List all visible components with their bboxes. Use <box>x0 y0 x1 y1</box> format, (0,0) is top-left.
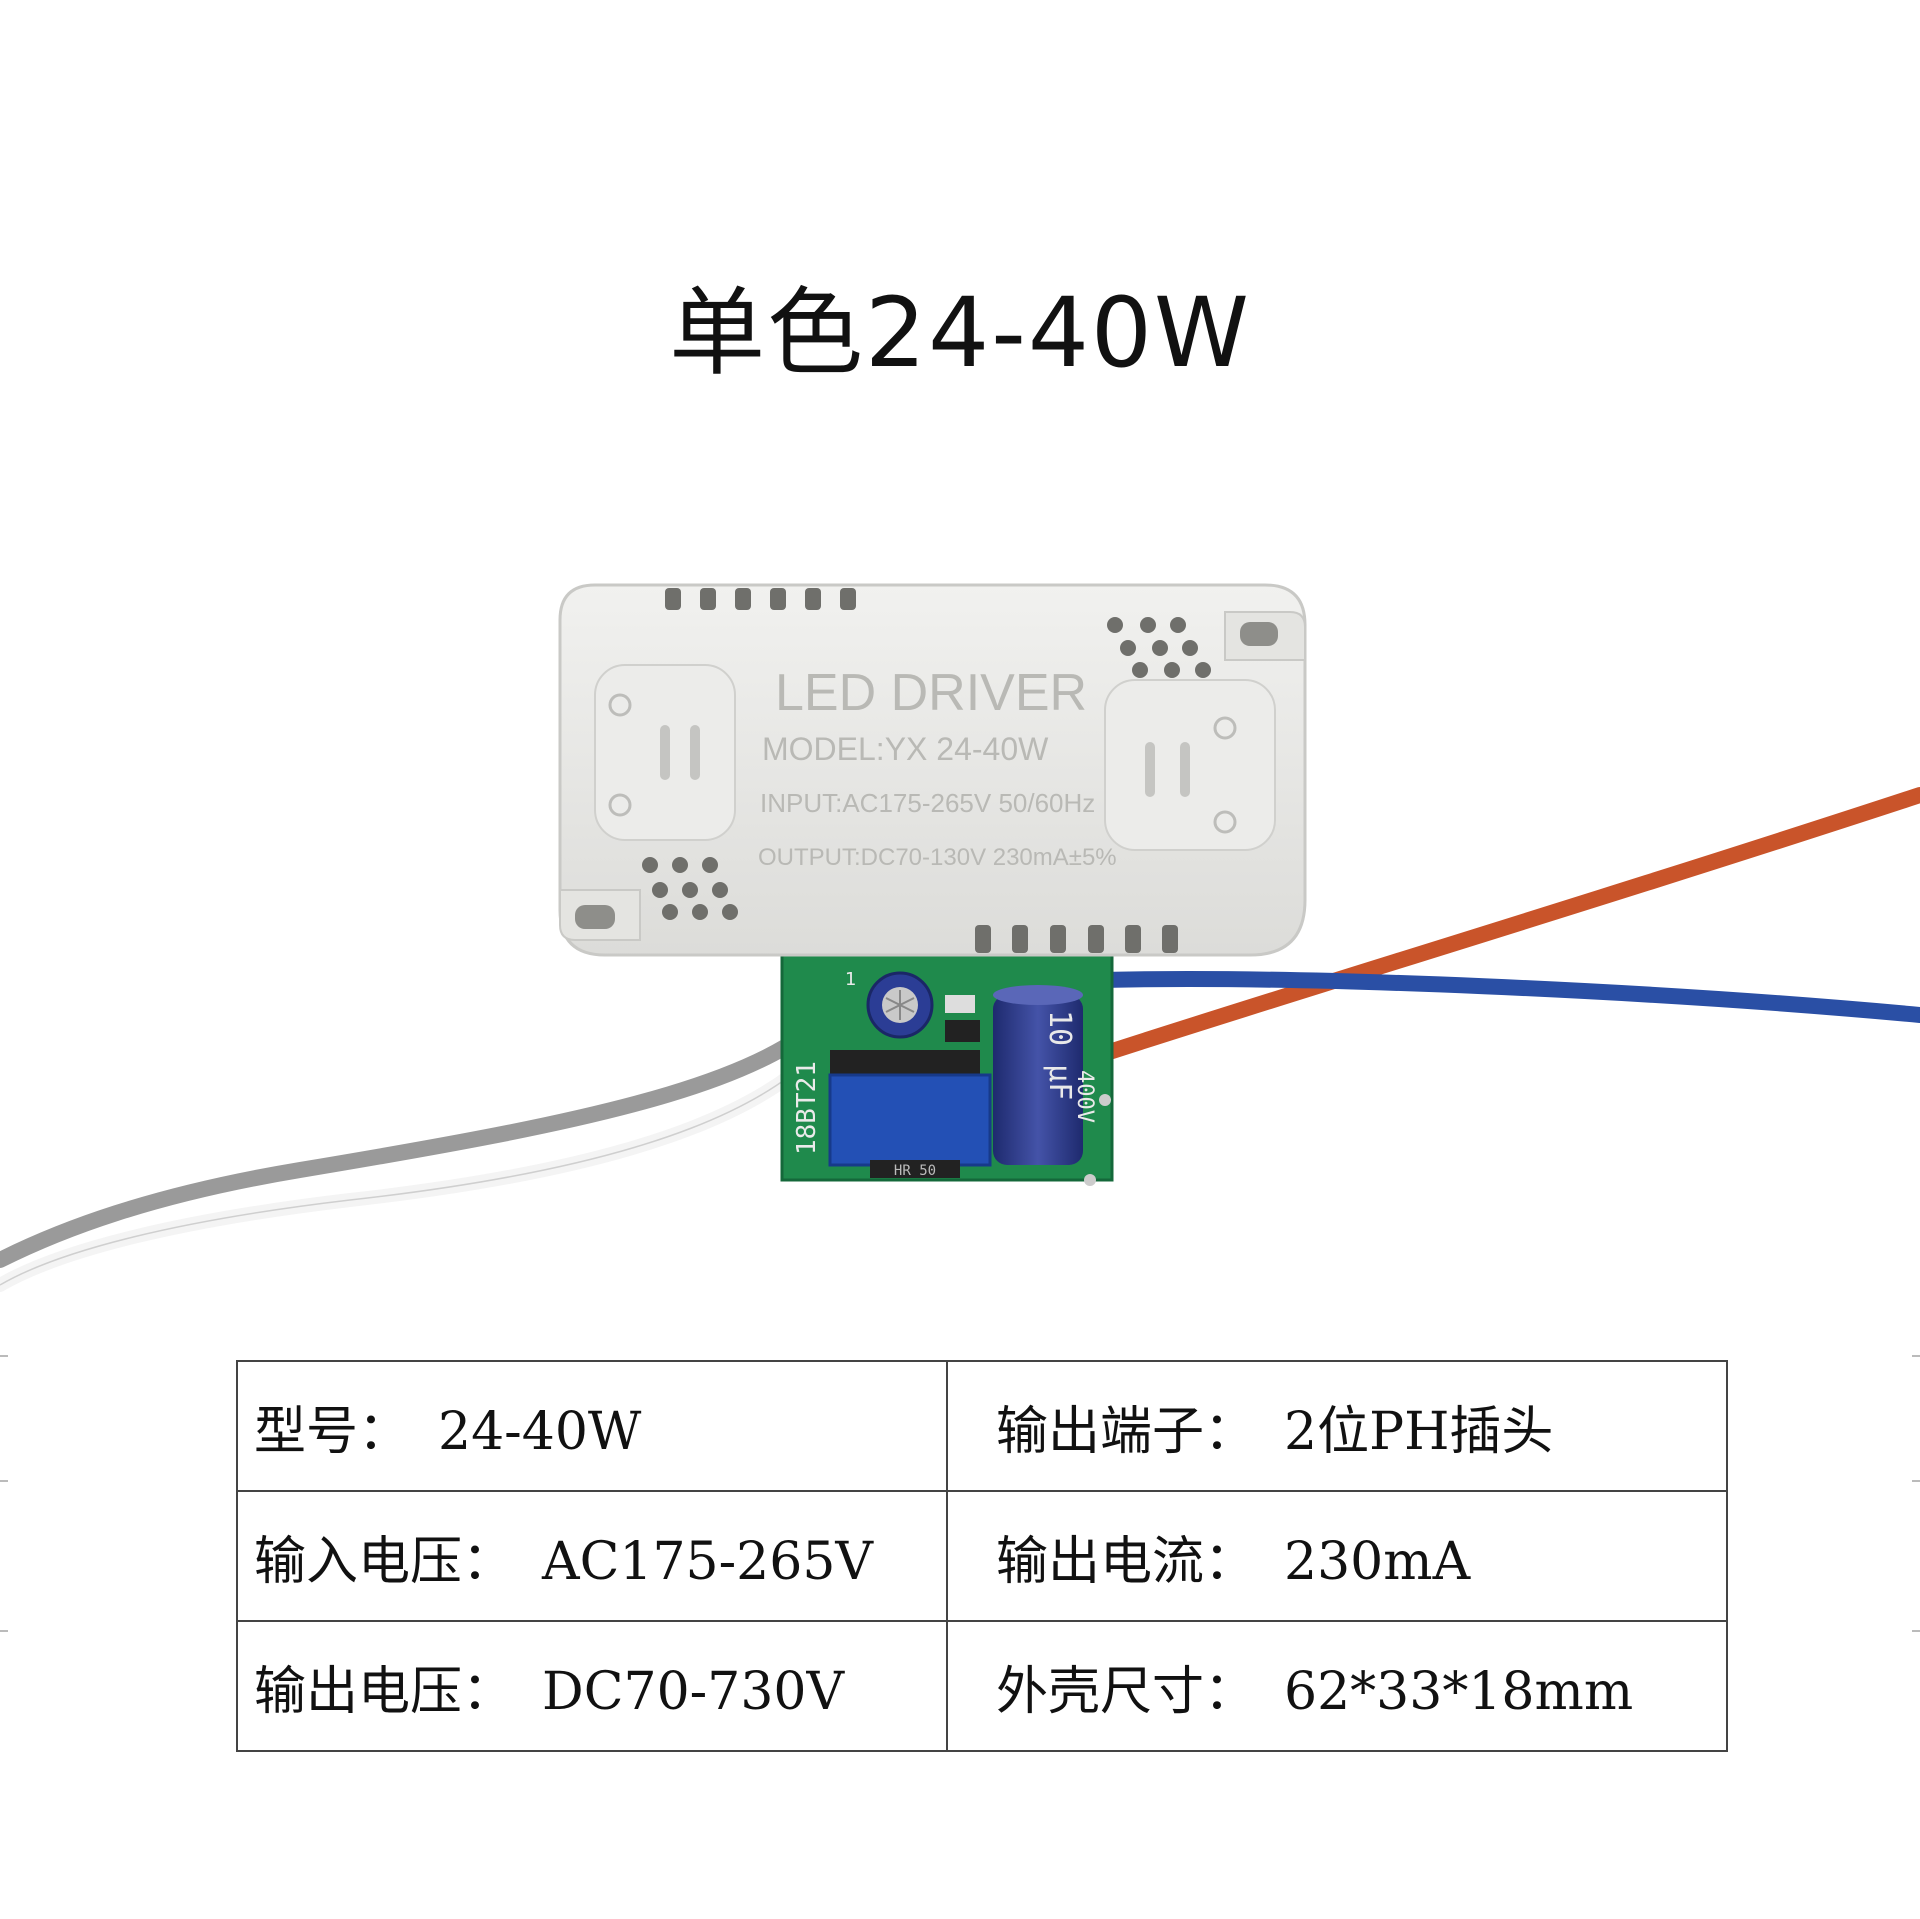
spec-cell-model: 型号： 24-40W <box>236 1360 948 1492</box>
spec-label: 外壳尺寸： <box>996 1661 1257 1722</box>
frame-tick <box>1912 1355 1920 1357</box>
spec-cell-case-size: 外壳尺寸： 62*33*18mm <box>946 1620 1728 1752</box>
spec-cell-input-voltage: 输入电压： AC175-265V <box>236 1490 948 1622</box>
frame-tick <box>1912 1480 1920 1482</box>
table-row: 输入电压： AC175-265V 输出电流： 230mA <box>236 1490 1728 1622</box>
pcb-board-text: 18BT21 <box>792 1061 822 1155</box>
capacitor-text: 10 μF <box>1042 1010 1077 1100</box>
spec-label: 输出端子： <box>996 1401 1257 1462</box>
spec-cell-output-terminal: 输出端子： 2位PH插头 <box>946 1360 1728 1492</box>
table-row: 型号： 24-40W 输出端子： 2位PH插头 <box>236 1360 1728 1492</box>
pcb-pin-mark: 1 <box>845 969 856 990</box>
spec-table: 型号： 24-40W 输出端子： 2位PH插头 输入电压： AC175-265V 输出… <box>236 1360 1728 1752</box>
blue-wire <box>1092 971 1920 1023</box>
spec-label: 输出电压： <box>254 1661 515 1722</box>
spec-value: 24-40W <box>438 1401 642 1462</box>
table-row: 输出电压： DC70-730V 外壳尺寸： 62*33*18mm <box>236 1620 1728 1752</box>
transformer-text: HR 50 <box>894 1163 936 1179</box>
case-label-line3: INPUT:AC175-265V 50/60Hz <box>760 788 1095 818</box>
spec-value: 62*33*18mm <box>1284 1661 1634 1722</box>
white-wire <box>0 978 867 1292</box>
frame-tick <box>0 1355 8 1357</box>
spec-value: DC70-730V <box>542 1661 845 1722</box>
spec-label: 输出电流： <box>996 1531 1257 1592</box>
spec-label: 输入电压： <box>254 1531 515 1592</box>
frame-tick <box>0 1630 8 1632</box>
spec-cell-output-current: 输出电流： 230mA <box>946 1490 1728 1622</box>
pcb-board: 18BT21 1 HR 50 10 μF 400V <box>780 953 1114 1186</box>
frame-tick <box>0 1480 8 1482</box>
case-label-line4: OUTPUT:DC70-130V 230mA±5% <box>758 844 1117 871</box>
spec-cell-output-voltage: 输出电压： DC70-730V <box>236 1620 948 1752</box>
gray-wire <box>0 977 858 1268</box>
spec-value: 230mA <box>1284 1531 1471 1592</box>
spec-label: 型号： <box>254 1401 411 1462</box>
spec-value: AC175-265V <box>542 1531 873 1592</box>
spec-value: 2位PH插头 <box>1284 1401 1554 1462</box>
case-label-line2: MODEL:YX 24-40W <box>762 731 1049 767</box>
driver-case: LED DRIVER MODEL:YX 24-40W INPUT:AC175-2… <box>558 583 1307 957</box>
red-wire <box>1092 787 1920 1063</box>
capacitor-text-2: 400V <box>1072 1070 1097 1123</box>
case-label-line1: LED DRIVER <box>775 664 1087 722</box>
page-title: 单色24-40W <box>669 277 1251 389</box>
frame-tick <box>1912 1630 1920 1632</box>
